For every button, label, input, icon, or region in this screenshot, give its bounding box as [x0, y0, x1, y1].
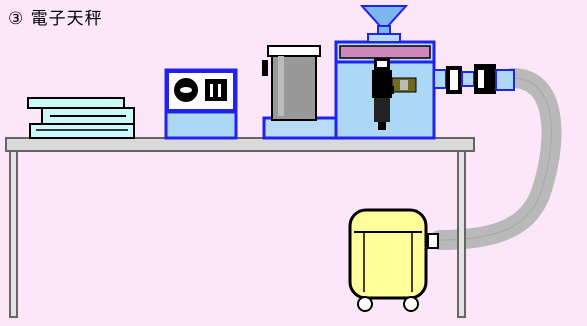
blue-instrument-box	[164, 68, 238, 140]
gray-container	[262, 45, 321, 121]
main-unit	[334, 5, 436, 140]
vacuum-hose	[430, 68, 562, 250]
electronic-balance	[27, 97, 135, 139]
vacuum-hose-outline	[439, 77, 552, 241]
diagram-caption: ③ 電子天秤	[8, 9, 103, 29]
vacuum-cleaner	[348, 208, 439, 312]
pipe-connector	[433, 64, 515, 94]
lab-table	[5, 137, 475, 318]
